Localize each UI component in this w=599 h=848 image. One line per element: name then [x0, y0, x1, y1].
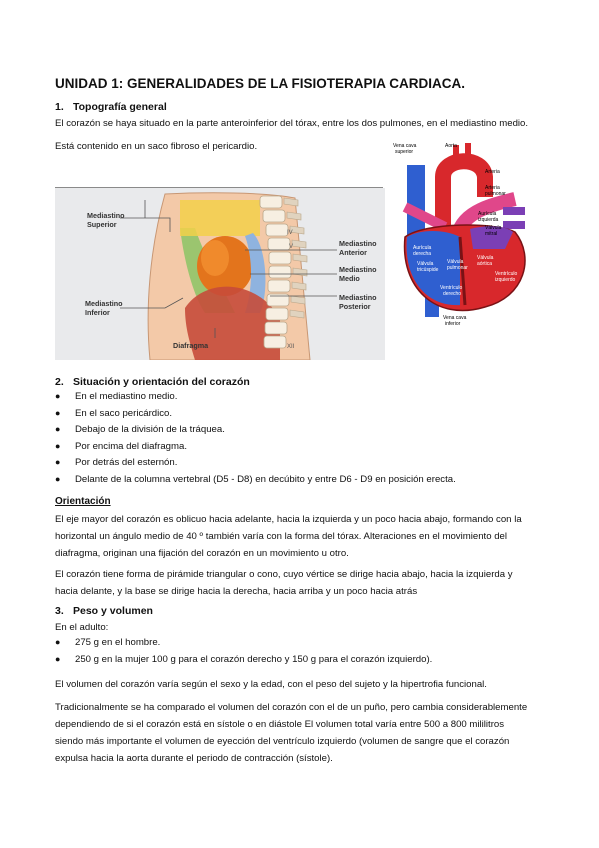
list-item: ●250 g en la mujer 100 g para el corazón… — [55, 653, 433, 665]
label-ventriculo-der-1: Ventrículo — [440, 285, 462, 291]
label-valvula-tricuspide-2: tricúspide — [417, 267, 439, 273]
label-valvula-pulmonar-2: pulmonar — [447, 265, 468, 271]
volume-paragraph: Tradicionalmente se ha comparado el volu… — [55, 699, 527, 767]
list-item: ●En el mediastino medio. — [55, 391, 178, 402]
label-valvula-aortica-2: aórtica — [477, 261, 492, 267]
section-number: 3. — [55, 605, 64, 617]
label-vena-cava-inf-2: inferior — [445, 321, 461, 327]
mediastinum-figure: Mediastino Superior Mediastino Anterior … — [55, 188, 385, 360]
text-line: expulsa hacia la aorta durante el period… — [55, 753, 333, 764]
adult-label: En el adulto: — [55, 622, 109, 633]
text-line: El eje mayor del corazón es oblicuo haci… — [55, 514, 522, 525]
orientation-paragraph: El eje mayor del corazón es oblicuo haci… — [55, 511, 522, 562]
list-item: ●Debajo de la división de la tráquea. — [55, 424, 225, 435]
vertebra-label: V — [289, 244, 293, 250]
text-line: dependiendo de si el corazón está en sís… — [55, 719, 505, 730]
bullet-icon: ● — [55, 440, 61, 451]
text-line: horizontal un ángulo medio de 40 º tambi… — [55, 531, 508, 542]
label-superior-2: Superior — [87, 220, 117, 229]
divider — [55, 187, 383, 188]
label-aorta: Aorta — [445, 143, 457, 149]
label-valvula-mitral-1: Válvula — [485, 225, 502, 231]
text-line: siendo más importante el volumen de eyec… — [55, 736, 510, 747]
label-ventriculo-izq-2: izquierdo — [495, 277, 516, 283]
label-arteria-pulmonar-1: Arteria — [485, 185, 500, 191]
list-item: ●Por detrás del esternón. — [55, 457, 178, 468]
shape-paragraph: El corazón tiene forma de pirámide trian… — [55, 566, 513, 600]
section-title: Peso y volumen — [73, 605, 153, 617]
bullet-icon: ● — [55, 637, 61, 647]
bullet-icon: ● — [55, 473, 61, 484]
section-number: 1. — [55, 101, 64, 113]
label-ventriculo-der-2: derecho — [443, 291, 461, 297]
text-line: El corazón tiene forma de pirámide trian… — [55, 569, 513, 580]
heart-anatomy-figure: Vena cava superior Aorta Arteria Arteria… — [385, 137, 540, 330]
vertebra-label: XII — [287, 344, 295, 350]
label-vena-cava-sup-1: Vena cava — [393, 143, 417, 149]
label-valvula-tricuspide-1: Válvula — [417, 261, 434, 267]
list-item: ●Por encima del diafragma. — [55, 440, 187, 452]
paragraph: El corazón se haya situado en la parte a… — [55, 118, 529, 129]
situation-list: ●En el mediastino medio. ●En el saco per… — [55, 391, 456, 490]
text-line: Tradicionalmente se ha comparado el volu… — [55, 702, 528, 713]
text-line: diafragma, originan una fijación del cor… — [55, 548, 349, 559]
label-arteria: Arteria — [485, 169, 500, 175]
orientation-heading: Orientación — [55, 496, 111, 507]
list-item: ●275 g en el hombre. — [55, 637, 161, 648]
label-auricula-izq-1: Aurícula — [478, 211, 497, 217]
label-medio-1: Mediastino — [339, 265, 377, 274]
bullet-icon: ● — [55, 653, 61, 664]
paragraph: El volumen del corazón varía según el se… — [55, 679, 487, 690]
label-anterior-1: Mediastino — [339, 239, 377, 248]
label-valvula-pulmonar-1: Válvula — [447, 259, 464, 265]
bullet-icon: ● — [55, 457, 61, 467]
label-vena-cava-sup-2: superior — [395, 149, 413, 155]
label-diafragma: Diafragma — [173, 341, 209, 350]
page-title: UNIDAD 1: GENERALIDADES DE LA FISIOTERAP… — [55, 76, 466, 91]
bullet-icon: ● — [55, 407, 61, 418]
label-superior-1: Mediastino — [87, 211, 125, 220]
weight-list: ●275 g en el hombre. ●250 g en la mujer … — [55, 637, 432, 670]
text-line: hacia delante, y la base se dirige hacia… — [55, 586, 418, 597]
section-title: Topografía general — [73, 101, 167, 113]
section-number: 2. — [55, 376, 64, 388]
vertebra-label: IV — [287, 230, 293, 236]
label-vena-cava-inf-1: Vena cava — [443, 315, 467, 321]
label-ventriculo-izq-1: Ventrículo — [495, 271, 517, 277]
section-title: Situación y orientación del corazón — [73, 376, 250, 388]
label-valvula-mitral-2: mitral — [485, 231, 497, 237]
label-auricula-der-2: derecha — [413, 251, 431, 257]
bullet-icon: ● — [55, 424, 61, 434]
list-item: ●Delante de la columna vertebral (D5 - D… — [55, 473, 456, 485]
list-item: ●En el saco pericárdico. — [55, 407, 173, 419]
label-valvula-aortica-1: Válvula — [477, 255, 494, 261]
label-posterior-2: Posterior — [339, 302, 371, 311]
label-auricula-der-1: Aurícula — [413, 245, 432, 251]
label-inferior-2: Inferior — [85, 308, 110, 317]
paragraph: Está contenido en un saco fibroso el per… — [55, 141, 258, 152]
label-posterior-1: Mediastino — [339, 293, 377, 302]
label-auricula-izq-2: izquierda — [478, 217, 499, 223]
label-medio-2: Medio — [339, 274, 360, 283]
section-1-heading: 1. Topografía general — [55, 101, 167, 113]
bullet-icon: ● — [55, 391, 61, 401]
label-arteria-pulmonar-2: pulmonar — [485, 191, 506, 197]
section-3-heading: 3. Peso y volumen — [55, 605, 153, 617]
label-anterior-2: Anterior — [339, 248, 367, 257]
label-inferior-1: Mediastino — [85, 299, 123, 308]
section-2-heading: 2. Situación y orientación del corazón — [55, 376, 250, 388]
